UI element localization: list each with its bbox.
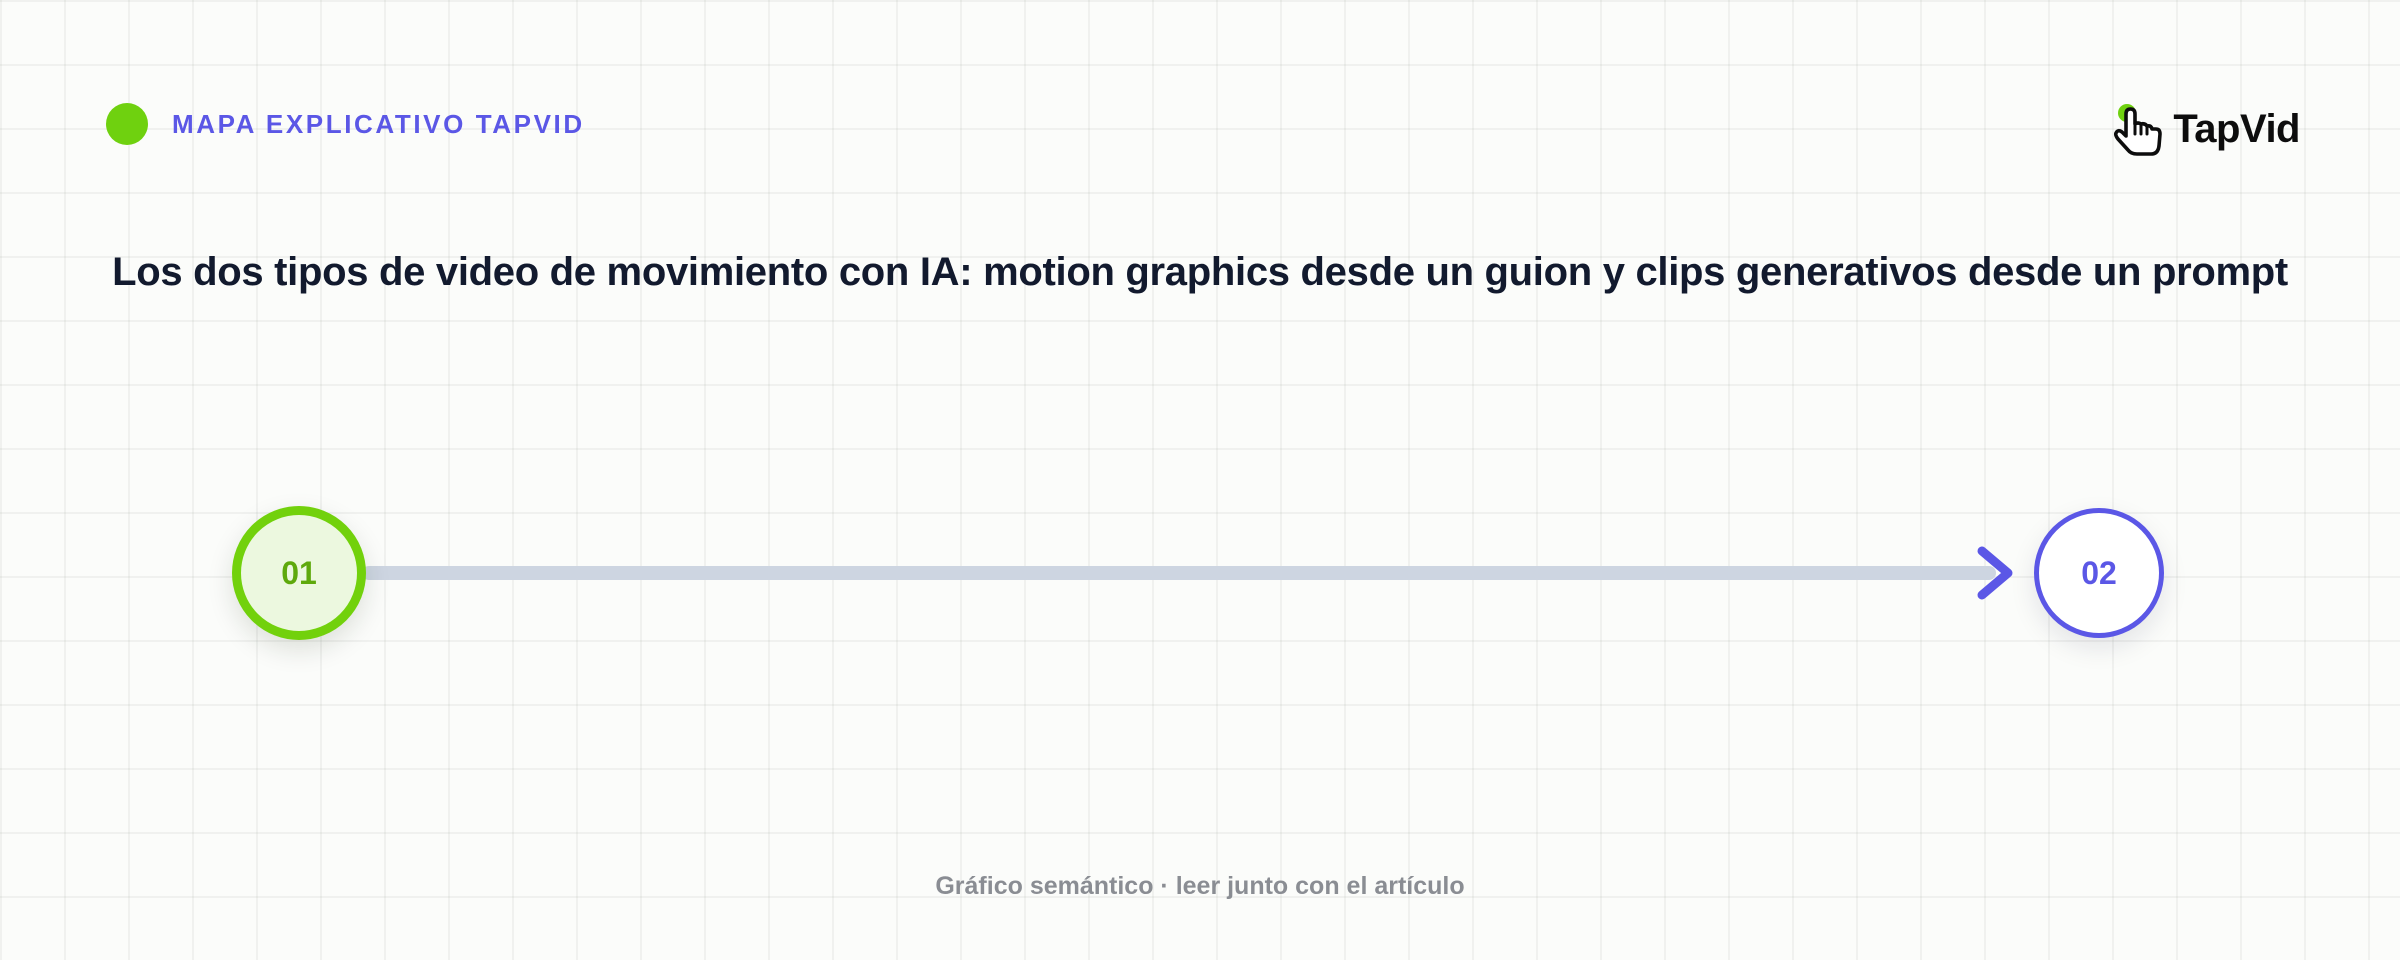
pointing-hand-icon: [2114, 104, 2163, 156]
header-brand: MAPA EXPLICATIVO TAPVID: [106, 103, 585, 145]
tapvid-logo[interactable]: TapVid: [2113, 100, 2300, 158]
page-title: Los dos tipos de video de movimiento con…: [112, 250, 2288, 294]
arrow-right-icon: [1977, 546, 2013, 600]
flow-connector-line: [362, 566, 1996, 580]
header-label: MAPA EXPLICATIVO TAPVID: [172, 108, 585, 139]
step-node-02[interactable]: 02: [2034, 508, 2164, 638]
step-node-01-label: 01: [281, 554, 317, 591]
footer-note: Gráfico semántico · leer junto con el ar…: [935, 872, 1465, 900]
step-node-02-label: 02: [2081, 554, 2117, 591]
logo-text: TapVid: [2173, 106, 2300, 151]
header-dot-icon: [106, 103, 148, 145]
step-node-01[interactable]: 01: [232, 506, 366, 640]
